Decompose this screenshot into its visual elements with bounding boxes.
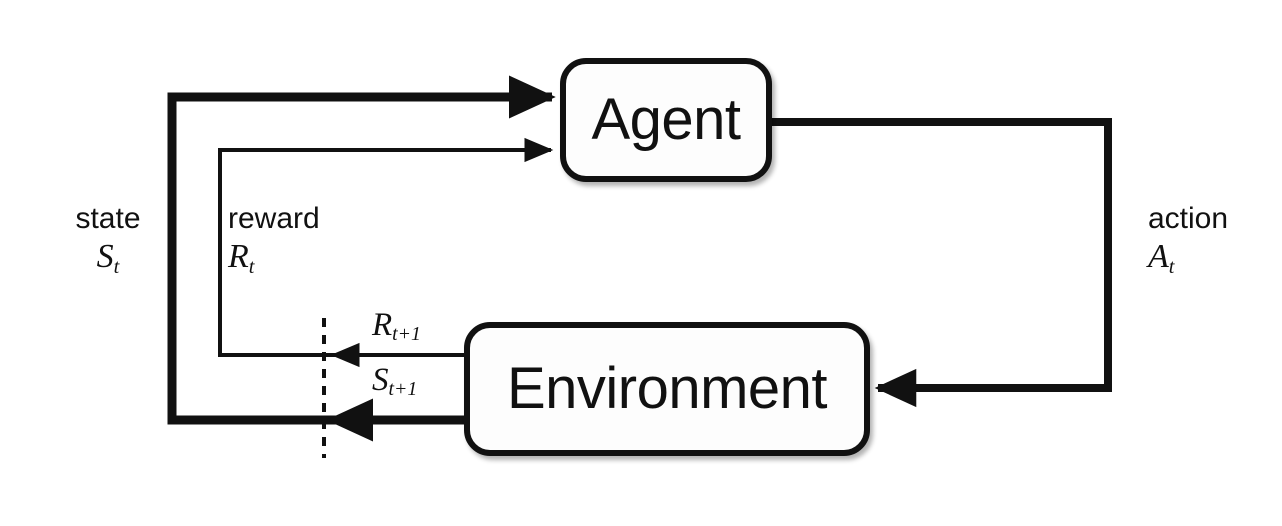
- edge-label-reward-symbol: Rt: [228, 238, 320, 279]
- state-next-sub: t+1: [388, 378, 418, 401]
- action-symbol-sub: t: [1168, 256, 1175, 279]
- state-symbol-base: S: [96, 238, 114, 276]
- edge-label-state-symbol: St: [62, 238, 154, 279]
- edge-label-reward-word: reward: [228, 202, 320, 235]
- edge-label-reward: reward Rt: [228, 202, 320, 279]
- reward-next-sub: t+1: [392, 323, 421, 346]
- reward-symbol-sub: t: [248, 256, 255, 279]
- reward-symbol-base: R: [228, 238, 249, 276]
- edge-action-path: [772, 118, 1112, 408]
- edge-label-state: state St: [62, 202, 154, 279]
- node-agent[interactable]: Agent: [560, 58, 772, 182]
- action-symbol-base: A: [1148, 238, 1169, 276]
- edge-label-state-next: St+1: [372, 362, 418, 401]
- edge-label-reward-next: Rt+1: [372, 307, 421, 346]
- edge-label-action-symbol: At: [1148, 238, 1228, 279]
- state-symbol-sub: t: [113, 256, 120, 279]
- node-environment-label: Environment: [506, 356, 828, 421]
- edge-label-action-word: action: [1148, 202, 1229, 235]
- edge-reward-path: [218, 137, 554, 368]
- state-next-base: S: [372, 362, 389, 398]
- edge-state-path: [167, 75, 556, 442]
- reward-next-base: R: [372, 307, 393, 343]
- edge-label-state-word: state: [75, 202, 141, 235]
- node-environment[interactable]: Environment: [464, 322, 870, 456]
- edge-label-action: action At: [1148, 202, 1229, 279]
- node-agent-label: Agent: [591, 87, 741, 152]
